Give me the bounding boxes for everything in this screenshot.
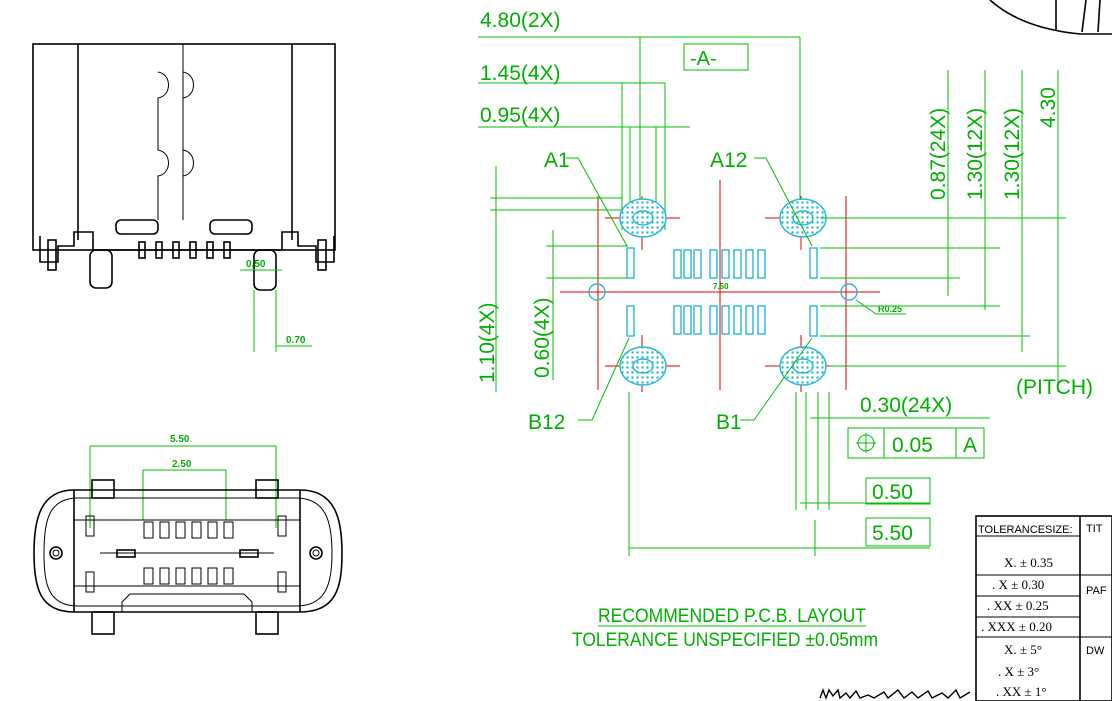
title-label: TIT <box>1086 523 1103 535</box>
dim-030: 0.30(24X) <box>860 394 952 417</box>
dim-v-430: 4.30 <box>1037 87 1060 128</box>
top-view: 5.50 2.50 <box>33 434 343 635</box>
dim-v-087: 0.87(24X) <box>927 108 950 200</box>
dim-pad-width-a: 1.45(4X) <box>480 62 561 85</box>
tolerance-row-4: X. ± 5° <box>1004 642 1042 657</box>
side-view-pins <box>138 241 231 259</box>
dim-pad-width-b: 0.95(4X) <box>480 104 561 127</box>
pin-label-b1: B1 <box>716 411 742 434</box>
title-block: TOLERANCESIZE: X. ± 0.35 . X ± 0.30 . XX… <box>975 515 1112 701</box>
tolerance-row-2: . XX ± 0.25 <box>987 598 1049 613</box>
side-dim-small: 0.50 <box>246 259 266 270</box>
shell-pad-bottom-left <box>619 346 667 386</box>
tolerance-row-6: . XX ± 1° <box>996 684 1047 699</box>
note-line2: TOLERANCE UNSPECIFIED ±0.05mm <box>572 630 878 651</box>
tolerance-position: 0.05 <box>892 434 933 457</box>
pcb-layout: 4.80(2X) -A- 1.45(4X) 0.95(4X) <box>476 9 1093 651</box>
top-view-pins <box>85 515 287 593</box>
top-dim-inner: 2.50 <box>172 459 192 470</box>
side-view: 0.50 0.70 <box>32 43 336 352</box>
dim-v-130b: 1.30(12X) <box>1001 108 1024 200</box>
alignment-hole-left <box>588 283 606 301</box>
dim-050: 0.50 <box>872 481 913 504</box>
tolerance-row-5: . X ± 3° <box>998 664 1039 679</box>
dim-radius: R0.25 <box>878 304 902 314</box>
dim-top-width: 4.80(2X) <box>480 9 561 32</box>
note-line1: RECOMMENDED P.C.B. LAYOUT <box>598 606 866 627</box>
alignment-hole-right <box>840 283 858 301</box>
tolerance-row-3: . XXX ± 0.20 <box>981 619 1052 634</box>
tolerance-header: TOLERANCESIZE: <box>978 524 1073 536</box>
datum-a: -A- <box>690 48 717 70</box>
pin-label-a12: A12 <box>710 149 747 172</box>
corner-fragment <box>989 0 1112 35</box>
side-dim-offset: 0.70 <box>286 335 306 346</box>
shell-pad-top-left <box>619 198 667 238</box>
tolerance-datum: A <box>963 434 977 457</box>
pitch-label: (PITCH) <box>1016 376 1093 399</box>
dim-left-060: 0.60(4X) <box>531 297 554 378</box>
shell-pad-bottom-right <box>779 346 827 386</box>
pin-label-b12: B12 <box>528 411 565 434</box>
pin-label-a1: A1 <box>544 149 570 172</box>
dim-550: 5.50 <box>872 522 913 545</box>
dim-v-130a: 1.30(12X) <box>964 108 987 200</box>
tolerance-row-1: . X ± 0.30 <box>992 577 1044 592</box>
shell-pad-top-right <box>779 198 827 238</box>
signal-pads-top <box>626 247 818 279</box>
signature-scribble <box>819 688 971 700</box>
top-dim-outer: 5.50 <box>170 434 190 445</box>
signal-pads-bottom <box>626 305 818 337</box>
tolerance-row-0: X. ± 0.35 <box>1004 555 1053 570</box>
dim-center: 7.50 <box>713 282 729 291</box>
position-tolerance-frame: 0.05 A <box>847 427 985 459</box>
dwg-label: DW <box>1086 645 1105 657</box>
part-label: PAF <box>1086 585 1107 597</box>
dim-left-110: 1.10(4X) <box>476 302 499 383</box>
